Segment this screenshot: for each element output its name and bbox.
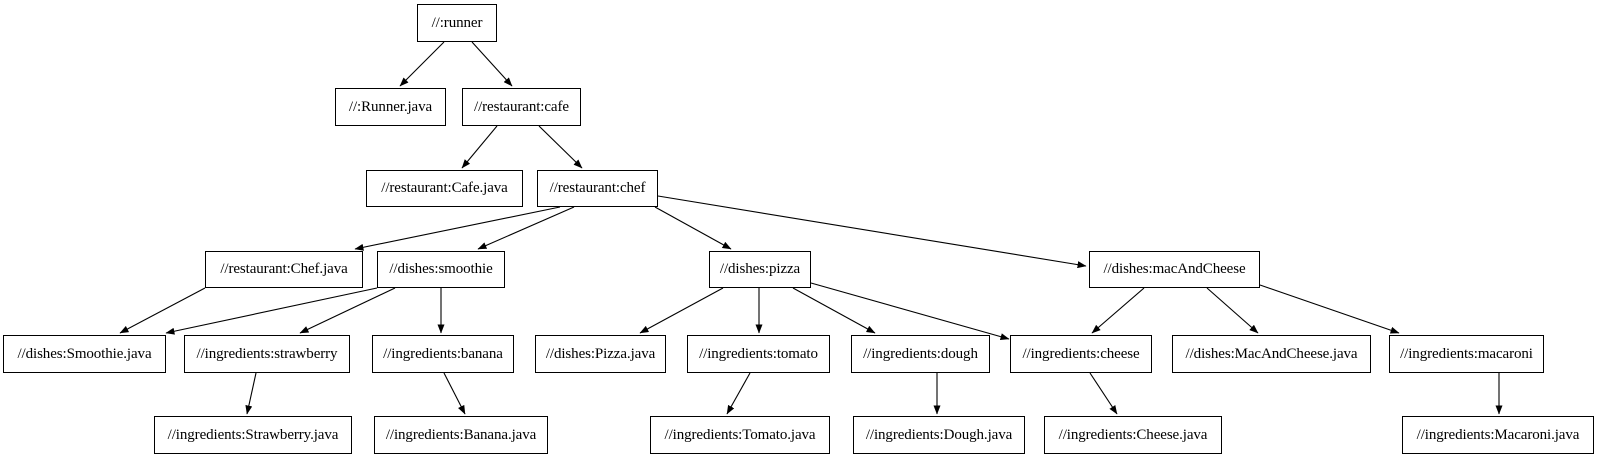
graph-node-label: //ingredients:Tomato.java: [664, 426, 816, 443]
graph-edge-dishes_smoothie-to-ing_strawberry: [299, 287, 396, 334]
graph-edge-restaurant_chef-to-dishes_smoothie: [477, 206, 575, 250]
graph-node-macaroni_java[interactable]: //ingredients:Macaroni.java: [1402, 416, 1594, 454]
graph-node-ing_dough[interactable]: //ingredients:dough: [851, 335, 990, 373]
graph-node-label: //ingredients:Macaroni.java: [1416, 426, 1580, 443]
graph-edge-dishes_pizza-to-pizza_java: [639, 287, 724, 334]
graph-node-ing_cheese[interactable]: //ingredients:cheese: [1010, 335, 1152, 373]
graph-edge-runner-to-restaurant_cafe: [471, 41, 513, 87]
graph-node-cheese_java[interactable]: //ingredients:Cheese.java: [1044, 416, 1222, 454]
graph-node-label: //ingredients:macaroni: [1400, 345, 1533, 362]
graph-node-label: //ingredients:Strawberry.java: [167, 426, 339, 443]
graph-node-banana_java[interactable]: //ingredients:Banana.java: [374, 416, 548, 454]
graph-node-strawberry_java[interactable]: //ingredients:Strawberry.java: [154, 416, 352, 454]
graph-edge-restaurant_cafe-to-restaurant_chef: [538, 125, 583, 169]
graph-node-tomato_java[interactable]: //ingredients:Tomato.java: [650, 416, 830, 454]
graph-edge-dishes_smoothie-to-smoothie_java: [165, 287, 378, 335]
graph-edge-ing_cheese-to-cheese_java: [1089, 372, 1118, 415]
graph-node-ing_tomato[interactable]: //ingredients:tomato: [687, 335, 830, 373]
graph-edge-dishes_mac-to-ing_cheese: [1091, 287, 1145, 334]
graph-node-ing_strawberry[interactable]: //ingredients:strawberry: [184, 335, 350, 373]
graph-node-smoothie_java[interactable]: //dishes:Smoothie.java: [3, 335, 166, 373]
graph-node-dishes_mac[interactable]: //dishes:macAndCheese: [1089, 251, 1260, 288]
graph-node-label: //ingredients:cheese: [1022, 345, 1140, 362]
graph-node-label: //restaurant:Cafe.java: [381, 180, 508, 196]
graph-node-label: //ingredients:strawberry: [196, 345, 338, 362]
graph-edges: [119, 41, 1503, 415]
graph-node-ing_banana[interactable]: //ingredients:banana: [372, 335, 514, 373]
graph-node-label: //dishes:macAndCheese: [1103, 261, 1246, 277]
graph-node-label: //:Runner.java: [348, 98, 433, 115]
graph-node-label: //dishes:Smoothie.java: [17, 345, 152, 362]
graph-edge-ing_banana-to-banana_java: [443, 372, 466, 415]
graph-node-cafe_java[interactable]: //restaurant:Cafe.java: [366, 170, 523, 207]
graph-node-label: //dishes:MacAndCheese.java: [1185, 345, 1358, 362]
graph-edge-restaurant_chef-to-dishes_mac: [657, 195, 1087, 269]
graph-node-label: //restaurant:cafe: [474, 98, 569, 115]
graph-node-ing_macaroni[interactable]: //ingredients:macaroni: [1389, 335, 1544, 373]
graph-node-runner_java[interactable]: //:Runner.java: [335, 88, 446, 126]
graph-edge-ing_strawberry-to-strawberry_java: [245, 372, 257, 415]
graph-edge-restaurant_chef-to-chef_java: [354, 206, 561, 251]
graph-node-dishes_pizza[interactable]: //dishes:pizza: [709, 251, 811, 288]
graph-node-chef_java[interactable]: //restaurant:Chef.java: [205, 251, 363, 288]
graph-edge-chef_java-to-smoothie_java: [119, 287, 206, 334]
graph-edge-dishes_mac-to-ing_macaroni: [1259, 284, 1400, 334]
graph-node-label: //dishes:Pizza.java: [545, 345, 656, 362]
graph-node-label: //ingredients:Cheese.java: [1058, 426, 1208, 443]
graph-edge-dishes_mac-to-mac_java: [1206, 287, 1259, 334]
graph-node-runner[interactable]: //:runner: [417, 4, 497, 42]
graph-node-dishes_smoothie[interactable]: //dishes:smoothie: [377, 251, 505, 288]
graph-edge-runner-to-runner_java: [399, 41, 445, 87]
graph-node-pizza_java[interactable]: //dishes:Pizza.java: [535, 335, 666, 373]
graph-edge-restaurant_chef-to-dishes_pizza: [654, 206, 732, 250]
graph-node-label: //ingredients:tomato: [699, 345, 818, 362]
graph-node-dough_java[interactable]: //ingredients:Dough.java: [853, 416, 1025, 454]
graph-node-mac_java[interactable]: //dishes:MacAndCheese.java: [1172, 335, 1371, 373]
graph-node-label: //restaurant:Chef.java: [220, 261, 348, 277]
graph-edge-restaurant_cafe-to-cafe_java: [461, 125, 498, 169]
graph-node-label: //dishes:pizza: [719, 261, 801, 277]
graph-node-label: //ingredients:banana: [383, 345, 503, 362]
graph-node-restaurant_chef[interactable]: //restaurant:chef: [537, 170, 658, 207]
graph-edge-ing_tomato-to-tomato_java: [726, 372, 751, 415]
graph-node-label: //restaurant:chef: [549, 180, 646, 196]
graph-node-label: //ingredients:Dough.java: [865, 426, 1013, 443]
graph-edge-dishes_pizza-to-ing_cheese: [810, 282, 1010, 341]
graph-node-label: //ingredients:Banana.java: [385, 426, 537, 443]
graph-node-label: //:runner: [431, 14, 483, 31]
graph-node-label: //dishes:smoothie: [389, 261, 493, 277]
graph-edge-dishes_pizza-to-ing_dough: [792, 287, 876, 334]
graph-node-restaurant_cafe[interactable]: //restaurant:cafe: [462, 88, 581, 126]
graph-node-label: //ingredients:dough: [863, 345, 978, 362]
